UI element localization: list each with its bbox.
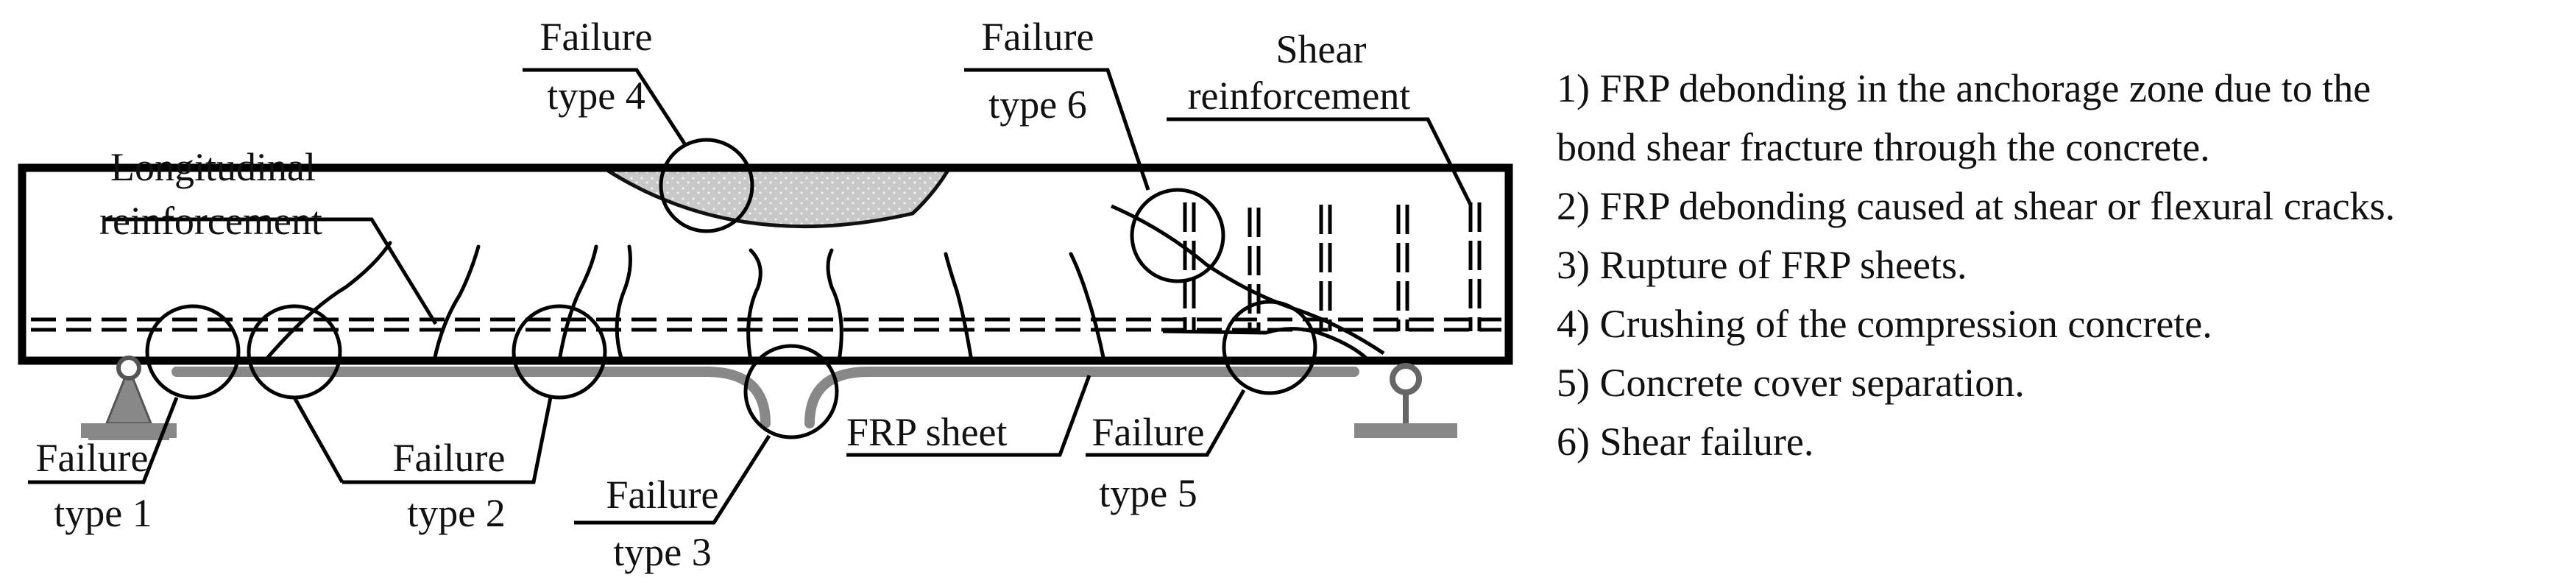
failure-type-1-line2: type 1 bbox=[54, 491, 152, 535]
failure-1-circle bbox=[145, 304, 241, 400]
cover-separation-crack bbox=[1162, 327, 1370, 362]
legend-item: 1) FRP debonding in the anchorage zone d… bbox=[1557, 66, 2371, 110]
failure-5-circle bbox=[1222, 300, 1317, 395]
failure-type-6-line1: Failure bbox=[982, 15, 1094, 59]
shear-reinf-label-line2: reinforcement bbox=[1188, 74, 1411, 118]
legend-item: bond shear fracture through the concrete… bbox=[1557, 125, 2210, 169]
failure-2b-circle bbox=[512, 304, 607, 400]
failure-6-circle bbox=[1130, 188, 1225, 283]
longitudinal-label-line1: Longitudinal bbox=[110, 145, 316, 189]
flexural-cracks bbox=[263, 241, 1106, 363]
failure-type-4-line1: Failure bbox=[540, 15, 653, 59]
legend-item: 6) Shear failure. bbox=[1557, 420, 1814, 464]
shear-stirrups bbox=[1183, 202, 1482, 331]
beam-outline bbox=[18, 163, 1513, 365]
frp-sheet-label: FRP sheet bbox=[846, 410, 1008, 454]
right-support bbox=[1354, 363, 1457, 438]
failure-4-circle bbox=[659, 138, 754, 233]
failure-type-4-line2: type 4 bbox=[547, 74, 645, 118]
failure-type-1-line1: Failure bbox=[36, 436, 149, 480]
failure-type-3-line2: type 3 bbox=[613, 530, 711, 574]
leader-lines bbox=[28, 68, 1473, 525]
legend-item: 2) FRP debonding caused at shear or flex… bbox=[1557, 184, 2396, 228]
legend-item: 3) Rupture of FRP sheets. bbox=[1557, 243, 1967, 287]
failure-type-5-line1: Failure bbox=[1092, 410, 1205, 454]
shear-reinf-label-line1: Shear bbox=[1276, 27, 1367, 71]
legend-item: 4) Crushing of the compression concrete. bbox=[1557, 302, 2212, 346]
crushed-concrete-zone bbox=[597, 166, 953, 229]
left-support bbox=[81, 356, 177, 440]
failure-type-2-line2: type 2 bbox=[407, 491, 505, 535]
longitudinal-label-line2: reinforcement bbox=[99, 199, 322, 243]
failure-type-5-line2: type 5 bbox=[1099, 471, 1197, 515]
legend-item: 5) Concrete cover separation. bbox=[1557, 361, 2025, 405]
longitudinal-reinforcement bbox=[31, 317, 1501, 332]
failure-type-3-line1: Failure bbox=[606, 473, 719, 517]
failure-3-circle bbox=[743, 344, 839, 439]
failure-type-2-line1: Failure bbox=[393, 436, 506, 480]
failure-legend: 1) FRP debonding in the anchorage zone d… bbox=[1557, 59, 2572, 471]
diagonal-shear-crack bbox=[1111, 204, 1385, 356]
failure-type-6-line2: type 6 bbox=[988, 82, 1086, 127]
